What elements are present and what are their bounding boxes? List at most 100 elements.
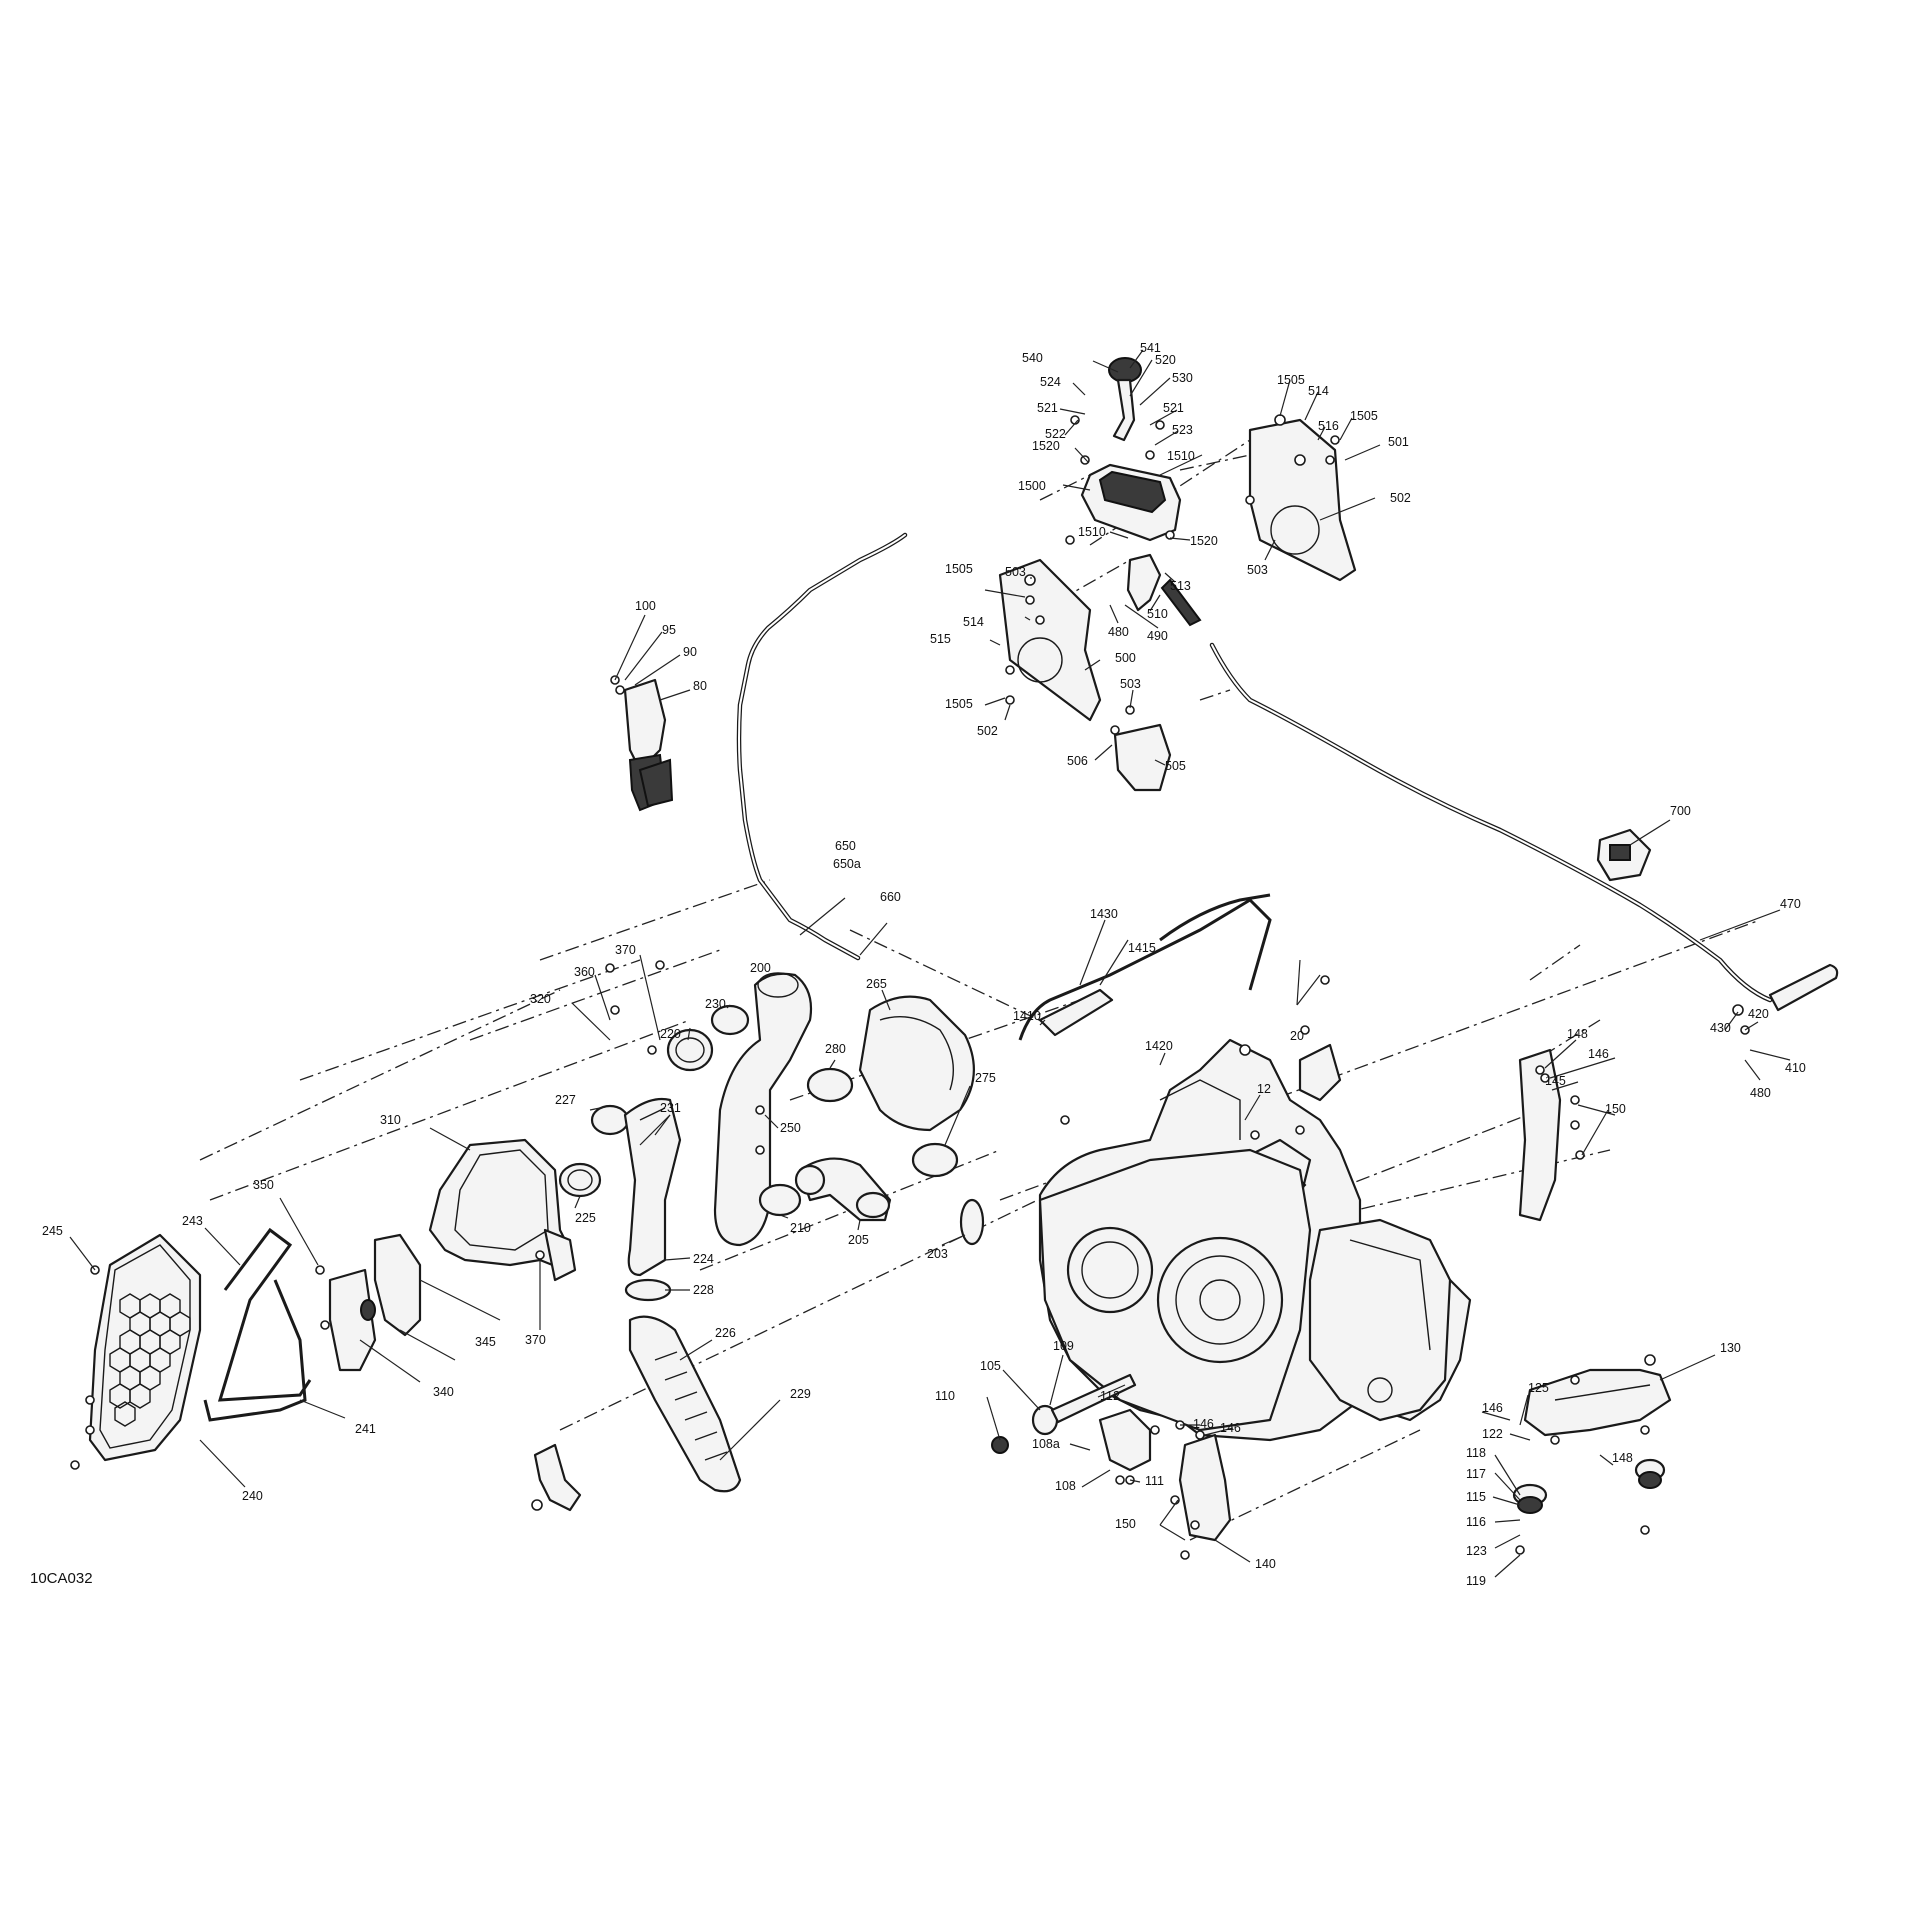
callout-360: 360 [574,965,595,979]
callout-513: 513 [1170,579,1191,593]
callout-503: 1505 [1277,373,1305,387]
callout-112: 112 [1100,1389,1120,1403]
callout-502: 502 [977,724,998,738]
callout-226: 226 [715,1326,736,1340]
engine-1400-harness [1018,893,1272,1041]
shift-gate-1500 [1080,463,1182,542]
callout-1420: 1420 [1145,1039,1173,1053]
callout-370: 370 [525,1333,546,1347]
nut-110 [991,1436,1009,1454]
callout-1415: 1415 [1128,941,1156,955]
callout-650: 650 [835,839,856,853]
callout-370: 370 [615,943,636,957]
callout-243: 243 [182,1214,203,1228]
gear-105-shaft-109 [1031,1373,1137,1436]
callout-430: 430 [1710,1021,1731,1035]
callout-146: 146 [1193,1417,1214,1431]
shift-lever-bracket-510 [1126,553,1202,627]
callout-505: 505 [1165,759,1186,773]
clamp-280 [806,1067,854,1103]
callout-227: 227 [555,1093,576,1107]
callout-labels: 540 541 520 524 530 521 521 522 523 1520… [42,341,1806,1588]
clamp-275 [911,1142,959,1178]
callout-1410: 1410 [1013,1009,1041,1023]
callout-130: 130 [1720,1341,1741,1355]
callout-109: 109 [1053,1339,1074,1353]
callout-700: 700 [1670,804,1691,818]
callout-210: 210 [790,1221,811,1235]
airbox-310 [428,1138,577,1282]
callout-108: 108 [1055,1479,1076,1493]
callout-524: 524 [1040,375,1061,389]
callout-122: 122 [1482,1427,1503,1441]
callout-1520: 1520 [1190,534,1218,548]
callout-480: 480 [1750,1086,1771,1100]
callout-115: 115 [1466,1490,1486,1504]
callout-200: 200 [750,961,771,975]
callout-148: 148 [1612,1451,1633,1465]
callout-502: 503 [1247,563,1268,577]
callout-410: 410 [1785,1061,1806,1075]
bracket-108 [1098,1408,1152,1472]
callout-540: 540 [1022,351,1043,365]
callout-340: 340 [433,1385,454,1399]
callout-250: 250 [780,1121,801,1135]
callout-265: 265 [866,977,887,991]
callout-523: 523 [1172,423,1193,437]
callout-119: 119 [1466,1574,1486,1588]
elbow-205 [794,1157,892,1222]
callout-245: 245 [42,1224,63,1238]
clamp-227-tube-225 [558,1104,630,1198]
callout-514: 514 [963,615,984,629]
callout-501: 502 [1390,491,1411,505]
callout-146: 146 [1588,1047,1609,1061]
callout-12: 12 [1257,1082,1271,1096]
intake-tube-224 [623,1097,682,1277]
callout-522: 522 [1045,427,1066,441]
callout-530: 530 [1172,371,1193,385]
callout-503: 503 [1120,677,1141,691]
callout-95: 95 [662,623,676,637]
callout-420: 420 [1748,1007,1769,1021]
callout-100: 100 [635,599,656,613]
bracket-140 [1178,1433,1232,1542]
crossmember-130 [1523,1368,1672,1437]
callout-90: 90 [683,645,697,659]
callout-1510: 1510 [1167,449,1195,463]
callout-146: 146 [1220,1421,1241,1435]
callout-541: 541 [1140,341,1161,355]
callout-320: 320 [530,992,551,1006]
callout-275: 275 [975,1071,996,1085]
callout-150: 150 [1115,1517,1136,1531]
callout-111: 111 [1145,1474,1164,1488]
callout-125: 125 [1528,1381,1549,1395]
callout-521: 521 [1037,401,1058,415]
frame-rod-241 [203,1279,307,1422]
figure-reference: 10CA032 [30,1570,93,1587]
callout-1520: 1520 [1032,439,1060,453]
callout-240: 240 [242,1489,263,1503]
mount-bracket-80 [623,678,674,812]
callout-1505: 514 [1308,384,1329,398]
callout-105: 105 [980,1359,1001,1373]
bracket-plate-500 [998,558,1102,722]
callout-220: 220 [660,1027,681,1041]
callout-146: 146 [1482,1401,1503,1415]
callout-118: 118 [1466,1446,1486,1460]
callout-228: 228 [693,1283,714,1297]
callout-1430: 1430 [1090,907,1118,921]
callout-350: 350 [253,1178,274,1192]
callout-345: 345 [475,1335,496,1349]
callout-1505: 501 [1388,435,1409,449]
callout-140: 140 [1255,1557,1276,1571]
callout-660: 660 [880,890,901,904]
throttle-cable-470 [1209,642,1839,1012]
callout-1510: 1510 [1078,525,1106,539]
gearbox-housing [1308,1218,1452,1422]
callout-650a: 650a [833,857,861,871]
callout-116: 116 [1466,1515,1486,1529]
cover-505 [1113,723,1172,792]
callout-516: 1505 [1350,409,1378,423]
callout-521: 521 [1163,401,1184,415]
